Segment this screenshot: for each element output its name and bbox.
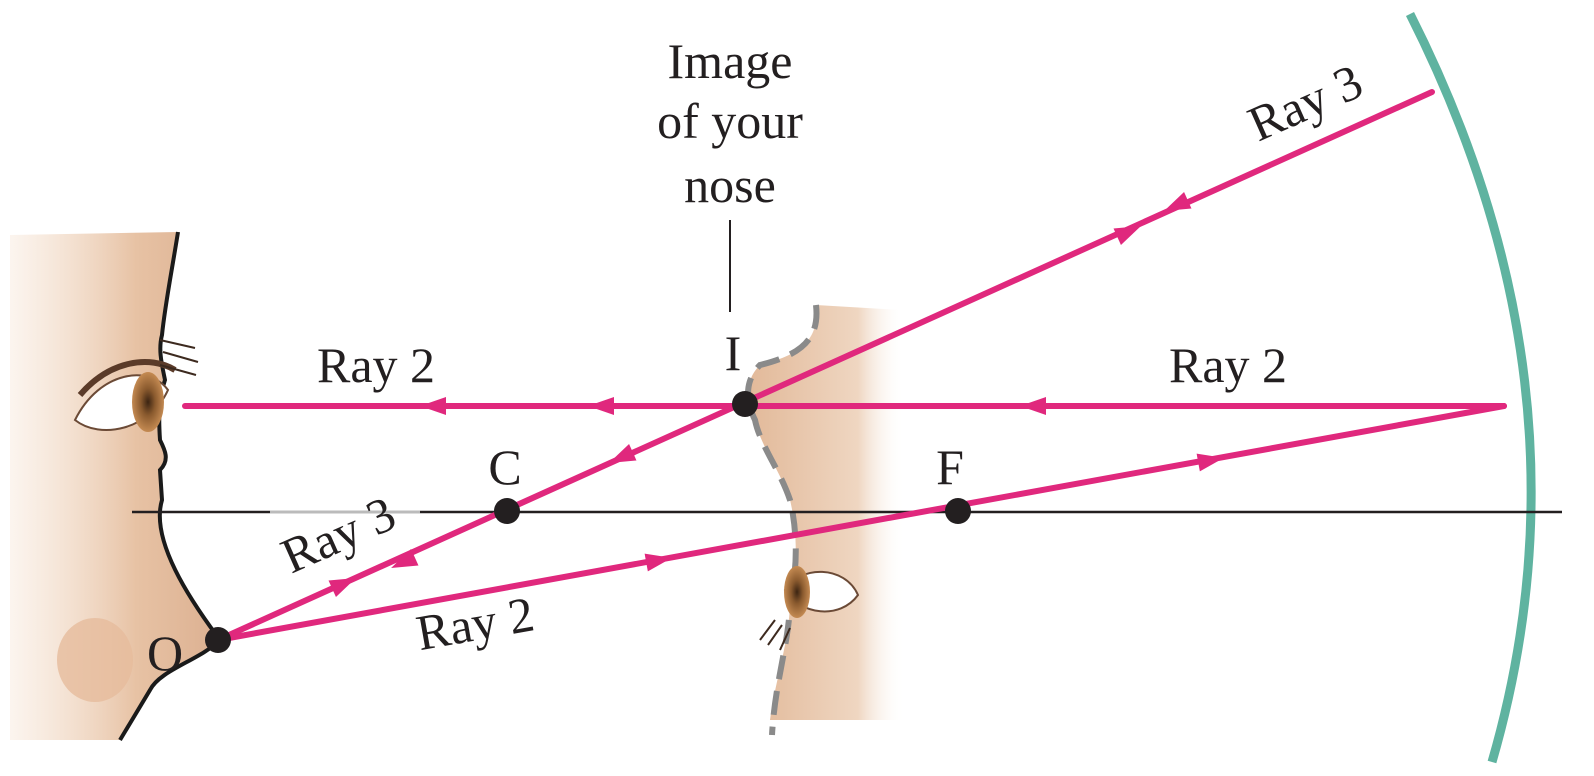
label-ray3-bottom: Ray 3: [273, 485, 404, 584]
ray2-arrow-left: [420, 397, 446, 415]
ray3-arrow-incident: [328, 578, 356, 597]
image-caption-line3: nose: [684, 157, 776, 213]
image-caption-line1: Image: [668, 33, 793, 89]
points: [205, 391, 971, 653]
face-skin: [10, 232, 220, 740]
label-ray2-left: Ray 2: [317, 337, 435, 393]
point-O-marker: [205, 627, 231, 653]
ray3-line: [215, 89, 1435, 643]
ray3-arrow-reflected: [609, 444, 637, 463]
ray3-arrow-reflected-lower: [391, 549, 419, 568]
ray3-arrow-toward-mirror: [1113, 226, 1141, 245]
ray3-arrow-from-mirror: [1164, 192, 1192, 211]
point-I-marker: [732, 391, 758, 417]
ray2-arrow-slanted-lower: [644, 553, 672, 572]
point-C-marker: [494, 498, 520, 524]
ray2-arrow-middle: [588, 397, 614, 415]
observer-eye-iris: [132, 372, 164, 432]
nostril-shading: [57, 618, 133, 702]
observer-face: [10, 231, 223, 742]
label-point-F: F: [936, 439, 964, 495]
arrowheads: [328, 192, 1224, 597]
label-point-I: I: [725, 325, 742, 381]
image-caption-line2: of your: [657, 93, 803, 149]
ray2-arrow-slanted-upper: [1196, 453, 1224, 472]
observer-eyelashes: [159, 339, 199, 376]
ray2-arrow-right: [1020, 397, 1046, 415]
ray2-slanted: [215, 403, 1507, 643]
image-eye-iris: [784, 566, 810, 618]
label-point-O: O: [147, 625, 183, 681]
image-eyelashes: [759, 619, 791, 651]
label-ray2-bottom: Ray 2: [412, 585, 538, 661]
image-face-profile-dashed: [745, 304, 820, 736]
point-F-marker: [945, 498, 971, 524]
rays: [182, 89, 1507, 643]
label-ray2-right: Ray 2: [1169, 337, 1287, 393]
label-point-C: C: [488, 439, 521, 495]
concave-mirror: [1405, 11, 1536, 764]
label-ray3-top: Ray 3: [1240, 53, 1371, 152]
